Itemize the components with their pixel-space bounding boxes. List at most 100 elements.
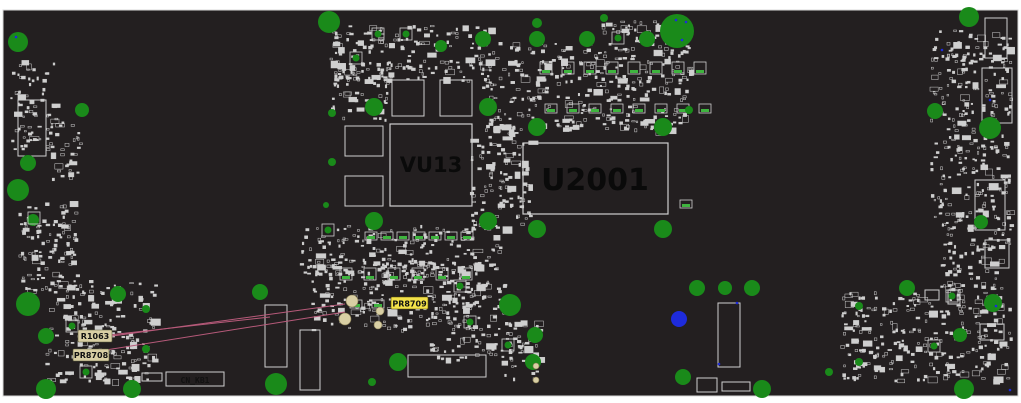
smd-pad — [544, 90, 549, 93]
smd-pad — [948, 355, 953, 359]
smd-pad — [52, 250, 55, 255]
smd-pad — [493, 118, 496, 121]
smd-pad — [444, 70, 448, 73]
smd-pad — [455, 61, 460, 64]
smd-pad — [65, 289, 69, 293]
smd-pad — [480, 194, 485, 198]
smd-pad — [117, 331, 122, 333]
smd-pad — [1006, 155, 1010, 159]
smd-pad — [983, 328, 988, 332]
test-pad-center — [614, 34, 622, 42]
smd-pad — [953, 267, 957, 271]
smd-pad — [931, 57, 934, 62]
smd-pad — [489, 263, 494, 267]
smd-pad — [620, 123, 629, 131]
smd-pad — [490, 83, 494, 87]
smd-pad — [387, 309, 398, 317]
connector-cn-kb1[interactable]: CN_KB1 — [141, 371, 225, 387]
smd-pad — [378, 94, 383, 98]
smd-pad — [493, 125, 501, 134]
smd-pad — [457, 65, 461, 69]
smd-pad — [309, 247, 312, 251]
smd-pad — [955, 212, 965, 218]
smd-pad — [615, 66, 618, 69]
smd-pad — [332, 105, 335, 109]
via — [954, 379, 974, 399]
smd-pad — [62, 222, 66, 225]
smd-pad — [1006, 216, 1011, 220]
smd-pad — [471, 293, 476, 297]
smd-pad — [678, 82, 682, 85]
component-pad — [657, 109, 665, 112]
tag-r1063[interactable]: R1063 — [77, 329, 113, 343]
smd-pad — [449, 59, 453, 63]
smd-pad — [868, 330, 872, 334]
smd-pad — [54, 163, 64, 170]
chip-vu13[interactable]: VU13 — [389, 123, 473, 207]
smd-pad — [595, 56, 599, 60]
smd-pad — [971, 171, 976, 174]
smd-pad — [321, 303, 326, 307]
smd-pad — [647, 60, 650, 64]
smd-pad — [334, 36, 339, 40]
component-footprint — [627, 61, 641, 75]
smd-pad — [1005, 241, 1008, 244]
smd-pad — [424, 34, 428, 37]
smd-pad — [992, 206, 995, 211]
smd-pad — [947, 203, 952, 207]
smd-pad — [70, 342, 75, 344]
highlighted-via[interactable] — [671, 311, 687, 327]
smd-pad — [49, 327, 54, 330]
smd-pad — [433, 346, 439, 352]
smd-pad — [52, 271, 60, 278]
smd-pad — [356, 71, 361, 74]
component-footprint — [460, 231, 474, 241]
smd-pad — [489, 69, 492, 72]
smd-pad — [874, 337, 878, 341]
tag-pr8709[interactable]: PR8709 — [390, 296, 429, 310]
smd-pad — [494, 333, 498, 337]
smd-pad — [960, 94, 970, 101]
smd-pad — [495, 267, 499, 271]
smd-pad — [426, 265, 431, 268]
smd-pad — [844, 326, 854, 331]
smd-pad — [492, 315, 498, 319]
smd-pad — [385, 96, 388, 101]
smd-pad — [513, 377, 516, 382]
smd-pad — [14, 91, 19, 95]
smd-pad — [955, 107, 959, 111]
smd-pad — [969, 142, 974, 145]
smd-pad — [73, 280, 76, 283]
smd-pad — [987, 353, 996, 361]
smd-pad — [1004, 107, 1009, 111]
smd-pad — [428, 317, 431, 320]
smd-pad — [985, 269, 990, 273]
smd-pad — [470, 59, 475, 63]
chip-u2001[interactable]: U2001 — [522, 142, 669, 215]
smd-pad — [520, 222, 525, 226]
smd-pad — [48, 131, 53, 135]
smd-pad — [917, 378, 920, 382]
component-pad — [701, 109, 709, 112]
smd-pad — [417, 270, 421, 274]
smd-pad — [458, 293, 461, 297]
smd-pad — [484, 259, 489, 262]
smd-pad — [1001, 232, 1005, 235]
smd-pad — [934, 337, 939, 340]
smd-pad — [384, 84, 388, 89]
smd-pad — [637, 77, 642, 81]
smd-pad — [939, 310, 944, 313]
connector-cn-kb1-label: CN_KB1 — [181, 376, 210, 385]
smd-pad — [486, 164, 496, 170]
via — [142, 345, 150, 353]
smd-pad — [28, 132, 33, 136]
smd-pad — [421, 72, 424, 76]
smd-pad — [498, 186, 501, 189]
smd-pad — [384, 101, 388, 104]
smd-pad — [673, 108, 679, 112]
via — [36, 379, 56, 399]
tag-pr8708[interactable]: PR8708 — [72, 348, 110, 362]
smd-pad — [997, 43, 1002, 46]
smd-pad — [957, 68, 963, 75]
smd-pad — [622, 57, 628, 60]
